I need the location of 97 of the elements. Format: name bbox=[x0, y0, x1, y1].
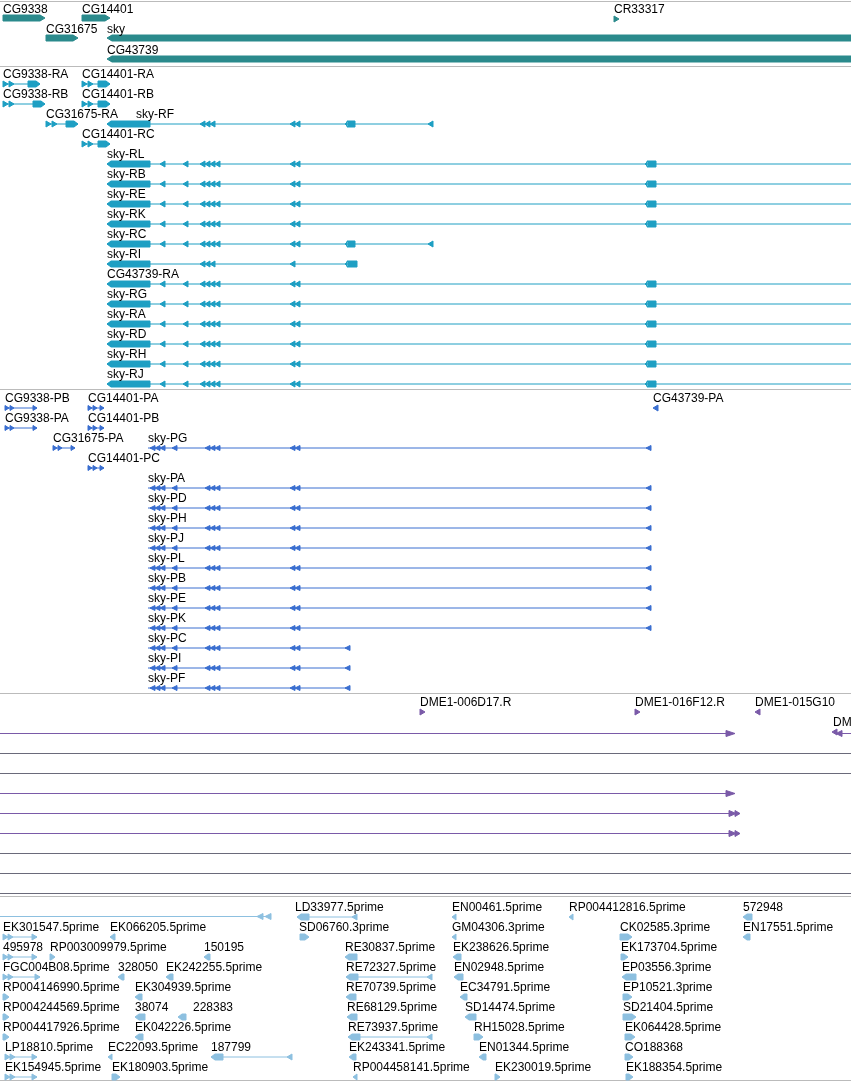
feature-label: sky-PK bbox=[148, 611, 186, 625]
feature-label: RP003009979.5prime bbox=[50, 940, 167, 954]
feature-label: EK243341.5prime bbox=[349, 1040, 446, 1054]
feature-label: sky-RL bbox=[107, 147, 145, 161]
feature-label: RH15028.5prime bbox=[474, 1020, 565, 1034]
feature-label: CG43739-RA bbox=[107, 267, 180, 281]
feature-label: RE72327.5prime bbox=[346, 960, 437, 974]
feature-label: sky-RC bbox=[107, 227, 147, 241]
feature-label: EK180903.5prime bbox=[112, 1060, 209, 1074]
feature-label: EK242255.5prime bbox=[166, 960, 263, 974]
feature-label: sky-RD bbox=[107, 327, 147, 341]
feature-label: CG14401-RB bbox=[82, 87, 155, 101]
feature-label: RP004244569.5prime bbox=[3, 1000, 120, 1014]
feature-label: 150195 bbox=[204, 940, 245, 954]
feature-label: CG9338-PB bbox=[5, 391, 70, 405]
feature-label: EK304939.5prime bbox=[135, 980, 232, 994]
feature-label: sky-RG bbox=[107, 287, 147, 301]
feature-label: EN00461.5prime bbox=[452, 900, 543, 914]
feature-label: EK301547.5prime bbox=[3, 920, 100, 934]
feature-label: RE70739.5prime bbox=[346, 980, 437, 994]
feature-label: 187799 bbox=[211, 1040, 252, 1054]
feature-label: DME1-016F12.R bbox=[635, 695, 726, 709]
feature-label: sky-RJ bbox=[107, 367, 144, 381]
feature-label: EP03556.3prime bbox=[622, 960, 712, 974]
feature-label: sky-PH bbox=[148, 511, 187, 525]
feature-label: EC34791.5prime bbox=[460, 980, 551, 994]
feature-label: CG43739 bbox=[107, 43, 159, 57]
feature-label: SD21404.5prime bbox=[623, 1000, 714, 1014]
feature-label: EK238626.5prime bbox=[453, 940, 550, 954]
feature-label: DME1-006D17.R bbox=[420, 695, 512, 709]
feature-label: EK066205.5prime bbox=[110, 920, 207, 934]
feature-label: sky-RK bbox=[107, 207, 146, 221]
feature-label: CG14401-RA bbox=[82, 67, 155, 81]
feature-label: sky-PE bbox=[148, 591, 186, 605]
feature-label: CG14401-PC bbox=[88, 451, 161, 465]
feature-label: CG31675-PA bbox=[53, 431, 124, 445]
feature-label: CG14401 bbox=[82, 2, 134, 16]
feature-label: DME1-015G10 bbox=[755, 695, 836, 709]
feature-label: EC22093.5prime bbox=[108, 1040, 199, 1054]
feature-label: CG9338-PA bbox=[5, 411, 69, 425]
feature-label: sky-RH bbox=[107, 347, 147, 361]
feature-label: sky-RF bbox=[136, 107, 174, 121]
feature-label: GM04306.3prime bbox=[452, 920, 545, 934]
feature-label: sky-PF bbox=[148, 671, 186, 685]
feature-label: CK02585.3prime bbox=[620, 920, 711, 934]
feature-label: SD06760.3prime bbox=[299, 920, 390, 934]
feature-label: 328050 bbox=[118, 960, 159, 974]
feature-label: CG9338 bbox=[3, 2, 48, 16]
feature-label: sky-PG bbox=[148, 431, 188, 445]
feature-label: EK042226.5prime bbox=[135, 1020, 232, 1034]
feature-label: 495978 bbox=[3, 940, 44, 954]
feature-label: CG31675-RA bbox=[46, 107, 119, 121]
feature-label: CG14401-PB bbox=[88, 411, 160, 425]
feature-label: 572948 bbox=[743, 900, 784, 914]
feature-label: sky-PA bbox=[148, 471, 186, 485]
feature-label: LP18810.5prime bbox=[5, 1040, 94, 1054]
feature-label: EK064428.5prime bbox=[625, 1020, 722, 1034]
feature-label: sky-RA bbox=[107, 307, 146, 321]
feature-label: CG9338-RB bbox=[3, 87, 69, 101]
feature-label: EN01344.5prime bbox=[479, 1040, 570, 1054]
feature-label: CG31675 bbox=[46, 22, 98, 36]
feature-label: RE30837.5prime bbox=[345, 940, 436, 954]
feature-label: sky-PI bbox=[148, 651, 182, 665]
feature-label: RP004412816.5prime bbox=[569, 900, 686, 914]
feature-label: sky-RB bbox=[107, 167, 146, 181]
feature-label: EP10521.3prime bbox=[623, 980, 713, 994]
feature-label: sky-PJ bbox=[148, 531, 184, 545]
feature-label: EK154945.5prime bbox=[5, 1060, 102, 1074]
feature-label: sky-PD bbox=[148, 491, 187, 505]
feature-label: sky-PC bbox=[148, 631, 187, 645]
feature-label: sky-RI bbox=[107, 247, 141, 261]
feature-label: RP004146990.5prime bbox=[3, 980, 120, 994]
feature-label: 228383 bbox=[193, 1000, 234, 1014]
feature-label: sky bbox=[107, 22, 125, 36]
feature-label: EK188354.5prime bbox=[626, 1060, 723, 1074]
feature-label: sky-RE bbox=[107, 187, 146, 201]
feature-label: EN17551.5prime bbox=[743, 920, 834, 934]
feature-label: SD14474.5prime bbox=[465, 1000, 556, 1014]
feature-label: DM bbox=[833, 715, 851, 729]
feature-label: CG43739-PA bbox=[653, 391, 724, 405]
feature-label: CO188368 bbox=[625, 1040, 684, 1054]
feature-label: CG14401-RC bbox=[82, 127, 155, 141]
feature-label: RE73937.5prime bbox=[348, 1020, 439, 1034]
feature-label: RP004417926.5prime bbox=[3, 1020, 120, 1034]
feature-label: CG9338-RA bbox=[3, 67, 69, 81]
feature-label: FGC004B08.5prime bbox=[3, 960, 110, 974]
feature-label: RP004458141.5prime bbox=[353, 1060, 470, 1074]
feature-label: sky-PB bbox=[148, 571, 186, 585]
feature-label: 38074 bbox=[135, 1000, 169, 1014]
feature-label: CG14401-PA bbox=[88, 391, 159, 405]
feature-label: sky-PL bbox=[148, 551, 185, 565]
feature-label: LD33977.5prime bbox=[295, 900, 384, 914]
feature-label: EN02948.5prime bbox=[454, 960, 545, 974]
feature-label: RE68129.5prime bbox=[347, 1000, 438, 1014]
feature-label: CR33317 bbox=[614, 2, 665, 16]
feature-label: EK173704.5prime bbox=[621, 940, 718, 954]
feature-label: EK230019.5prime bbox=[495, 1060, 592, 1074]
